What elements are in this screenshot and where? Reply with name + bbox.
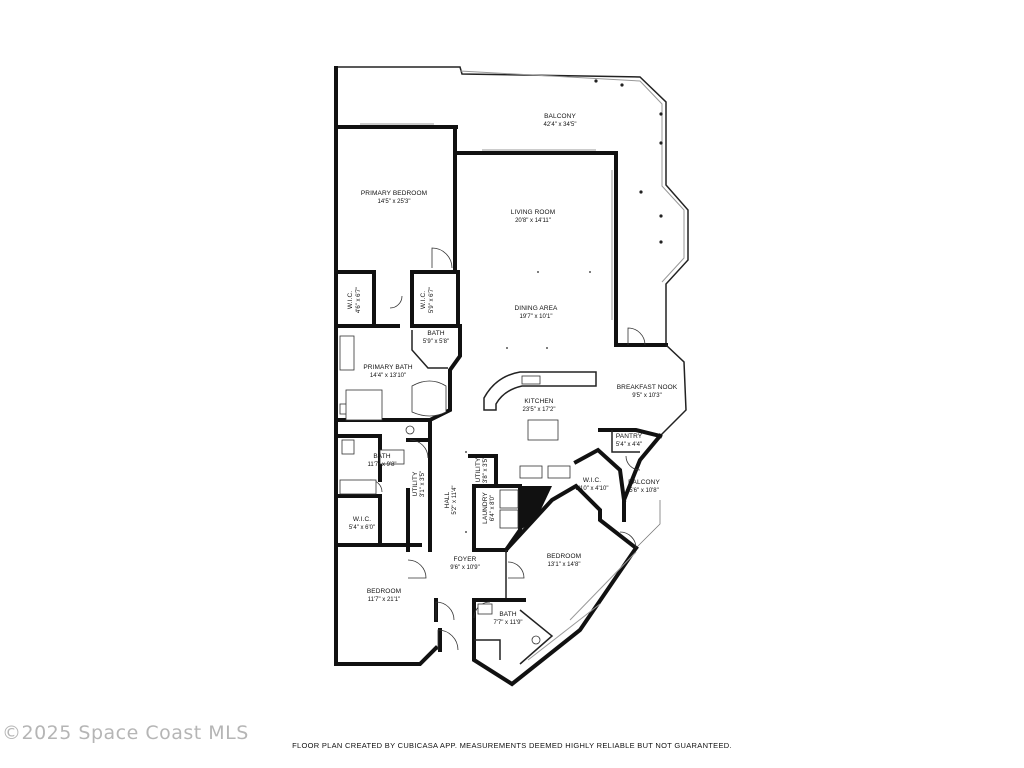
room-dim: 5'9" x 5'8"	[423, 339, 449, 345]
room-dim: 42'4" x 34'5"	[544, 122, 577, 128]
room-name: HALL	[444, 491, 451, 508]
room-name: BALCONY	[628, 479, 660, 486]
room-name: FOYER	[454, 556, 477, 563]
room-dim: 5'4" x 4'4"	[616, 442, 642, 448]
room-dim: 23'5" x 17'2"	[523, 407, 556, 413]
room-dim: 5'9" x 6'7"	[429, 287, 435, 313]
room-dim: 3'1" x 3'5"	[420, 471, 426, 497]
room-name: LIVING ROOM	[511, 209, 555, 216]
light-dots	[465, 79, 663, 533]
room-dim: 9'5" x 10'3"	[632, 393, 662, 399]
window-lines	[360, 123, 613, 320]
room-labels: BALCONY 42'4" x 34'5" PRIMARY BEDROOM 14…	[347, 113, 678, 626]
room-name: W.I.C.	[583, 477, 601, 484]
room-dim: 20'8" x 14'11"	[515, 218, 551, 224]
room-name: BEDROOM	[367, 588, 401, 595]
laundry-utility-walls	[468, 454, 571, 553]
balcony-outline	[337, 66, 689, 345]
room-dim: 9'6" x 10'9"	[450, 565, 480, 571]
room-name: PRIMARY BEDROOM	[361, 190, 427, 197]
interior-walls	[336, 270, 462, 622]
room-dim: 13'1" x 14'8"	[548, 562, 581, 568]
room-name: UTILITY	[412, 471, 419, 496]
room-name: PANTRY	[616, 433, 643, 440]
room-dim: 5'6" x 10'8"	[629, 488, 659, 494]
bath-fixtures	[339, 335, 541, 645]
room-name: BATH	[373, 453, 390, 460]
room-name: DINING AREA	[515, 305, 559, 312]
copyright-watermark: ©2025 Space Coast MLS	[2, 722, 249, 744]
room-dim: 11'7" x 9'8"	[367, 462, 396, 468]
room-dim: 4'6" x 6'7"	[356, 287, 362, 313]
room-name: KITCHEN	[524, 398, 553, 405]
room-name: W.I.C.	[347, 291, 354, 309]
room-dim: 3'8" x 3'5"	[483, 457, 489, 483]
room-dim: 14'4" x 13'10"	[370, 373, 406, 379]
east-walls	[573, 344, 687, 549]
room-dim: 11'7" x 21'1"	[368, 597, 400, 603]
kitchen-counter	[483, 371, 597, 441]
room-name: PRIMARY BATH	[363, 364, 412, 371]
room-name: W.I.C.	[353, 516, 371, 523]
bedroom2-walls	[472, 483, 639, 687]
room-dim: 5'10" x 4'10"	[576, 486, 609, 492]
room-name: LAUNDRY	[482, 492, 489, 524]
room-dim: 5'4" x 6'0"	[349, 525, 375, 531]
footer-disclaimer: FLOOR PLAN CREATED BY CUBICASA APP. MEAS…	[292, 741, 732, 750]
room-dim: 19'7" x 10'1"	[520, 314, 553, 320]
room-dim: 14'5" x 25'3"	[378, 199, 411, 205]
room-dim: 5'2" x 11'4"	[452, 485, 458, 514]
room-name: W.I.C.	[420, 291, 427, 309]
room-dim: 6'4" x 8'0"	[490, 495, 496, 521]
room-name: BALCONY	[544, 113, 576, 120]
room-name: BREAKFAST NOOK	[617, 384, 678, 391]
room-name: BATH	[427, 330, 444, 337]
door-swings	[369, 247, 646, 651]
exterior-walls	[334, 66, 668, 666]
room-name: BEDROOM	[547, 553, 581, 560]
room-name: UTILITY	[475, 457, 482, 482]
room-name: BATH	[499, 611, 516, 618]
room-dim: 7'7" x 11'9"	[493, 620, 522, 626]
